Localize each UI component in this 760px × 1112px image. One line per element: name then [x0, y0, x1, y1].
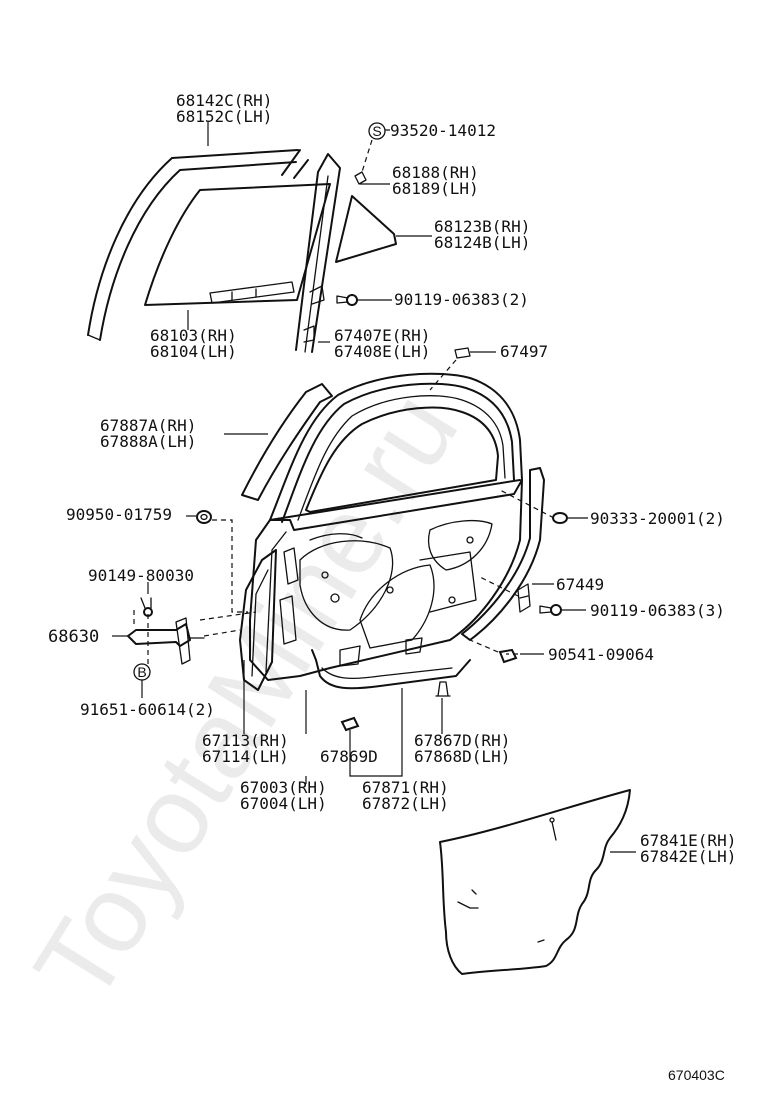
division-channel-part — [295, 153, 341, 353]
door-check-part — [127, 617, 205, 665]
callout-67871-rh: 67871(RH) — [362, 778, 449, 797]
clip-67869-part — [340, 716, 360, 732]
cushion-part — [498, 648, 518, 664]
callout-67113-rh: 67113(RH) — [202, 731, 289, 750]
clip-67497-part — [454, 347, 471, 359]
door-glass-part — [144, 183, 331, 306]
callout-67003-rh: 67003(RH) — [240, 778, 327, 797]
service-cover-part — [439, 789, 631, 975]
bracket-part — [517, 583, 531, 613]
weatherstrip-part — [241, 383, 333, 501]
callout-67842e-lh: 67842E(LH) — [640, 847, 736, 866]
callout-90119-lower: 90119-06383(3) — [590, 601, 725, 620]
callout-93520: 93520-14012 — [390, 121, 496, 140]
callout-67867d-rh: 67867D(RH) — [414, 731, 510, 750]
callout-67887a-rh: 67887A(RH) — [100, 416, 196, 435]
callout-67888a-lh: 67888A(LH) — [100, 432, 196, 451]
callout-67868d-lh: 67868D(LH) — [414, 747, 510, 766]
bolt-upper-part — [336, 294, 358, 306]
symbol-b: B — [133, 663, 151, 681]
callout-90149: 90149-80030 — [88, 566, 194, 585]
symbol-b-text: B — [137, 664, 146, 680]
plug-part — [196, 510, 212, 524]
callout-68630: 68630 — [48, 627, 99, 647]
diagram-code: 670403C — [668, 1067, 725, 1083]
callout-90119-upper: 90119-06383(2) — [394, 290, 529, 309]
watermark: ToyotaMine.ru — [11, 372, 481, 1023]
lower-weatherstrip-part — [311, 649, 471, 690]
callout-68124b-lh: 68124B(LH) — [434, 233, 530, 252]
check-bolt-part — [140, 597, 153, 617]
clip-67867-part — [435, 681, 451, 697]
run-channel-part — [87, 149, 309, 341]
callout-68188-rh: 68188(RH) — [392, 163, 479, 182]
clip-90333-part — [552, 512, 568, 524]
symbol-s: S — [368, 122, 386, 140]
callout-67407e-rh: 67407E(RH) — [334, 326, 430, 345]
screw-top-part — [354, 171, 367, 185]
quarter-glass-part — [335, 195, 397, 263]
callout-labels: 68142C(RH) 68152C(LH) 93520-14012 68188(… — [48, 91, 736, 1083]
callout-67872-lh: 67872(LH) — [362, 794, 449, 813]
callout-90950: 90950-01759 — [66, 505, 172, 524]
callout-67869d: 67869D — [320, 747, 378, 766]
callout-68142c-rh: 68142C(RH) — [176, 91, 272, 110]
callout-90333: 90333-20001(2) — [590, 509, 725, 528]
rear-seal-part — [461, 467, 545, 641]
callout-67408e-lh: 67408E(LH) — [334, 342, 430, 361]
bolt-lower-part — [539, 604, 562, 616]
callout-67449: 67449 — [556, 575, 604, 594]
callout-68189-lh: 68189(LH) — [392, 179, 479, 198]
callout-67497: 67497 — [500, 342, 548, 361]
symbol-s-text: S — [372, 123, 381, 139]
callout-91651: 91651-60614(2) — [80, 700, 215, 719]
callout-68152c-lh: 68152C(LH) — [176, 107, 272, 126]
callout-67114-lh: 67114(LH) — [202, 747, 289, 766]
callout-68104-lh: 68104(LH) — [150, 342, 237, 361]
callout-67004-lh: 67004(LH) — [240, 794, 327, 813]
door-shell-part — [249, 372, 523, 681]
callout-67841e-rh: 67841E(RH) — [640, 831, 736, 850]
callout-68123b-rh: 68123B(RH) — [434, 217, 530, 236]
door-edge-part — [239, 549, 277, 691]
callout-90541: 90541-09064 — [548, 645, 654, 664]
callout-68103-rh: 68103(RH) — [150, 326, 237, 345]
